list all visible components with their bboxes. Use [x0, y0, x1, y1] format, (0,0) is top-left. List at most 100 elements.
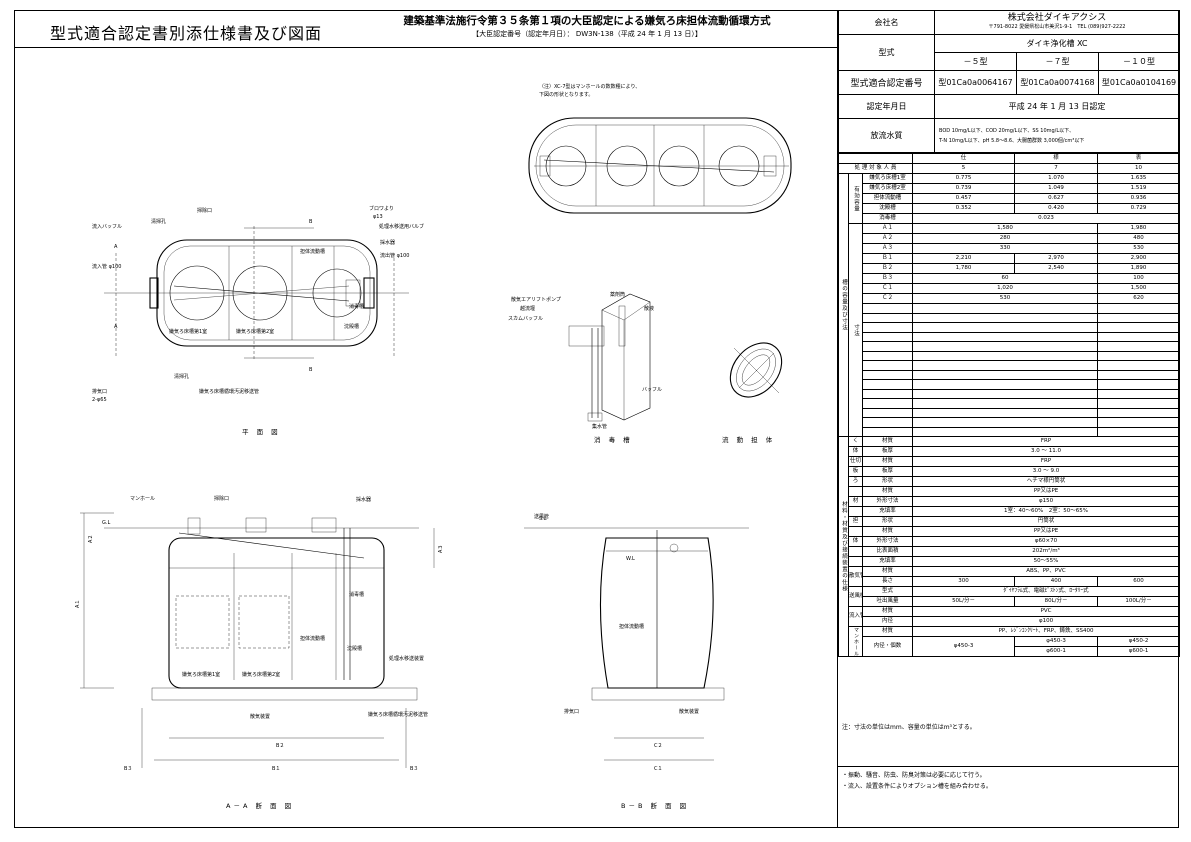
label-baffle: バッフル [642, 387, 662, 393]
group-capacity: 槽の容量及び寸法 [838, 173, 849, 437]
model-name: ダイキ浄化槽 XC [933, 34, 1181, 53]
disinfect-caption: 消 毒 槽 [594, 435, 633, 444]
vol-row-name: 嫌気ろ床槽2室 [861, 183, 914, 194]
model-type-7: －７型 [1016, 52, 1099, 71]
empty-row [839, 398, 1181, 409]
blower-flow-cell: 80L/分－ [1014, 596, 1099, 607]
company-label: 会社名 [838, 10, 935, 35]
mat-value: φ150 [912, 496, 1181, 507]
dim-cell: 1,500 [1097, 283, 1181, 294]
cert-number-10: 型01Ca0a0104169 [1097, 70, 1181, 95]
label-collect: 集水管 [592, 423, 607, 430]
dim-cell: 2,210 [912, 253, 1016, 264]
note-top-line2: 下図の形状となります。 [539, 91, 593, 98]
note-top-line1: （注）XC-7型はマンホールの数数種により、 [539, 83, 640, 90]
label-anaerobic1-plan: 嫌気ろ床槽第1室 [169, 328, 207, 335]
spec-head-left: 仕 [912, 153, 1016, 164]
pipe-mat-value: PVC [912, 606, 1181, 617]
vol-cell: 1.635 [1097, 173, 1181, 184]
label-device-a: 散気装置 [250, 713, 270, 720]
label-sampler-sec: 採水器 [356, 496, 371, 503]
label-clean-hole-bottom: 清掃孔 [174, 373, 189, 380]
dim-cell: 1,890 [1097, 263, 1181, 274]
dim-row-name: Ｂ３ [861, 273, 914, 284]
label-from-blower: ブロワより [369, 205, 394, 212]
dim-row-name: Ｂ２ [861, 263, 914, 274]
mat-value: ABS、PP、PVC [912, 566, 1181, 577]
label-device-b: 散気装置 [679, 708, 699, 715]
empty-row [839, 407, 1181, 418]
cert-number-7: 型01Ca0a0074168 [1016, 70, 1099, 95]
mat-group [848, 556, 863, 567]
spec-panel: 会社名 株式会社ダイキアクシス 〒791-8022 愛媛県松山市美沢1-9-1 … [837, 10, 1181, 657]
cert-label: 型式適合認定番号 [838, 70, 935, 95]
label-pipe-b: 送風管 [534, 513, 549, 520]
label-chemical: 薬剤筒 [610, 291, 625, 298]
label-valve: 処理水移送用バルブ [379, 223, 424, 230]
mat-group [848, 506, 863, 517]
label-mark-b-bottom: B [309, 367, 313, 373]
dim-cell: 100 [1097, 273, 1181, 284]
label-sampler: 採水器 [380, 239, 395, 246]
label-dim-a2: A２ [88, 535, 94, 543]
dim-cell: 530 [912, 293, 1099, 304]
mh-dia-7a: φ450-3 [1014, 636, 1099, 647]
vol-cell: 0.420 [1014, 203, 1099, 214]
dim-cell: 530 [1097, 243, 1181, 254]
label-airlift: 散気エアリフトポンプ [511, 296, 561, 303]
mat-value: 3.0 ～ 11.0 [912, 446, 1181, 457]
mat-value: 3.0 ～ 9.0 [912, 466, 1181, 477]
mh-dia-5: φ450-3 [912, 636, 1016, 657]
label-outlet-pipe: 流出管 φ100 [380, 252, 409, 259]
mat-name: 材質 [861, 456, 914, 467]
empty-row [839, 322, 1181, 333]
section-a-view: G.L A１ A２ A３ マンホール 掃除口 採水器 担体流動槽 消毒槽 沈殿槽… [75, 495, 444, 810]
date-value: 平成 24 年 1 月 13 日認定 [933, 94, 1181, 119]
mat-group: 仕切 [848, 456, 863, 467]
mat-name: 材質 [861, 526, 914, 537]
label-cleaning-port-sec: 掃除口 [214, 495, 229, 502]
company-info-table: 会社名 株式会社ダイキアクシス 〒791-8022 愛媛県松山市美沢1-9-1 … [838, 10, 1181, 153]
label-dim-c1: C１ [654, 766, 663, 772]
label-sl: S.L [539, 516, 547, 522]
blower-type-value: ﾀﾞｲﾔﾌﾗﾑ式、電磁ﾋﾟｽﾄﾝ式、ﾛｰﾀﾘｰ式 [912, 586, 1181, 597]
vol-cell: 0.729 [1097, 203, 1181, 214]
mat-name: 比表面積 [861, 546, 914, 557]
empty-row [839, 388, 1181, 399]
manhole-group: マンホール [848, 626, 863, 657]
vol-cell: 0.352 [912, 203, 1016, 214]
empty-row [839, 426, 1181, 437]
plan-caption: 平 面 図 [242, 428, 281, 436]
mat-name: 形状 [861, 476, 914, 487]
label-mark-b-top: B [309, 219, 313, 225]
section-b-view: S.L W.L 担体流動槽 送風管 排気口 散気装置 C２ C１ B－B 断 面… [524, 513, 749, 810]
vol-cell: 0.775 [912, 173, 1016, 184]
mat-value: FRP [912, 436, 1181, 447]
dim-cell: 2,970 [1014, 253, 1099, 264]
technical-drawing: （注）XC-7型はマンホールの数数種により、 下図の形状となります。 [75, 83, 792, 810]
dim-cell: 620 [1097, 293, 1181, 304]
mat-name: 充填率 [861, 556, 914, 567]
mat-group [848, 486, 863, 497]
dim-row-name: Ａ２ [861, 233, 914, 244]
water-line2: T-N 10mg/L以下、pH 5.8～8.6、大腸菌群数 3,000個/cm³… [939, 137, 1085, 144]
mat-value: 50～55% [912, 556, 1181, 567]
empty-row [839, 303, 1181, 314]
pipe-dia-name: 内径 [861, 616, 914, 627]
spec-head-mid: 様 [1014, 153, 1099, 164]
plan-view: A A B B 流入バッフル 流入管 φ100 清掃孔 掃除口 ブロワより φ1… [92, 205, 424, 436]
vol-cell: 0.627 [1014, 193, 1099, 204]
vol-cell: 0.457 [912, 193, 1016, 204]
label-inlet-baffle: 流入バッフル [92, 223, 122, 230]
mat-name: 外形寸法 [861, 536, 914, 547]
mat-value: ヘチマ様円筒状 [912, 476, 1181, 487]
label-overflow: 越流堰 [520, 305, 535, 312]
section-a-caption: A－A 断 面 図 [226, 801, 294, 810]
label-settle-tank: 沈殿槽 [344, 323, 359, 330]
label-skim: スカムバッフル [508, 316, 543, 322]
note-options: ・流入、設置条件によりオプション槽を組み合わせる。 [842, 783, 992, 790]
group-effective: 有効容量 [848, 173, 863, 224]
carrier-media: 流 動 担 体 [722, 342, 783, 444]
label-carrier-tank-b: 担体流動槽 [619, 623, 644, 630]
mh-dia-10b: φ600-1 [1097, 646, 1181, 657]
